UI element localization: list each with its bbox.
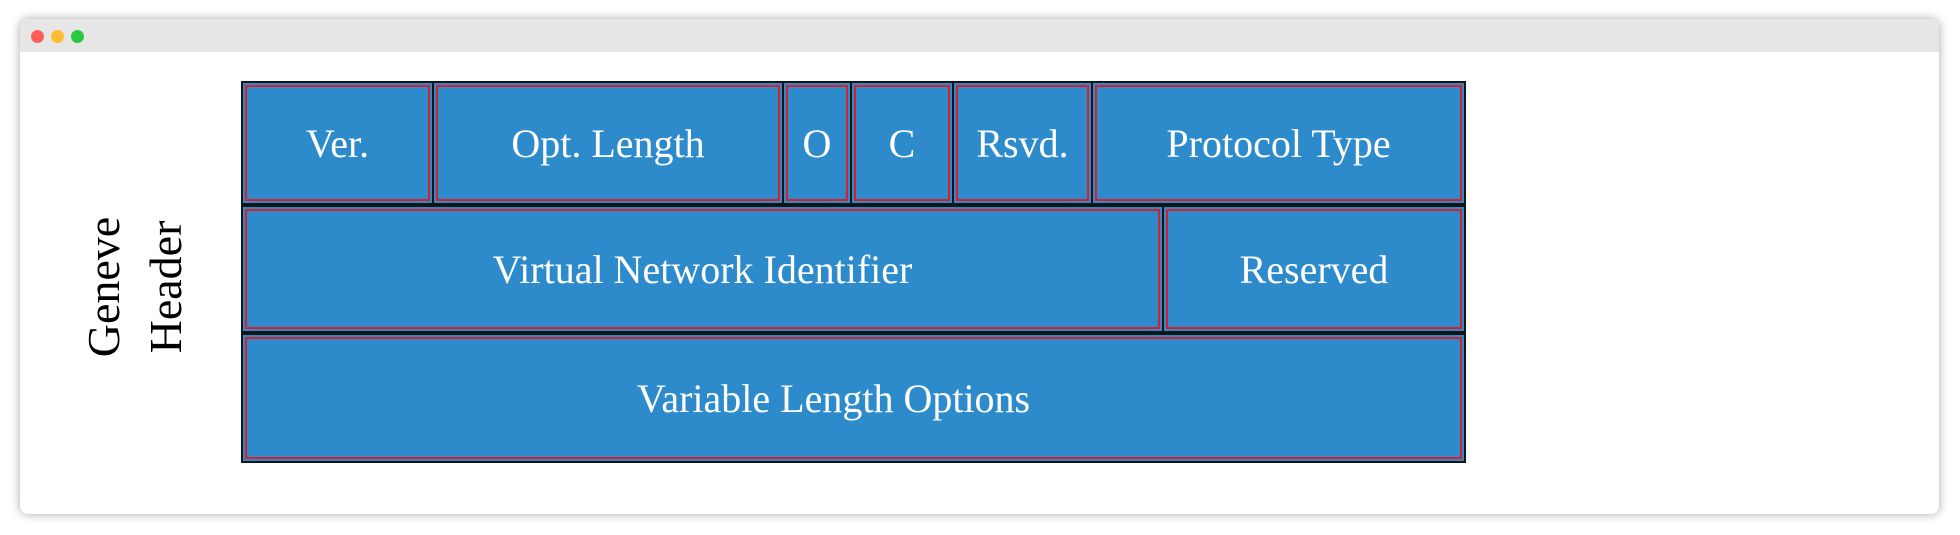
- field-virtual-network-identifier: Virtual Network Identifier: [241, 205, 1164, 333]
- field-c-flag-label: C: [888, 120, 916, 166]
- field-protocol-type: Protocol Type: [1091, 81, 1466, 205]
- field-version-label: Ver.: [305, 120, 370, 166]
- side-label-line-1: Geneve: [78, 216, 130, 358]
- field-o-flag: O: [782, 81, 852, 205]
- field-variable-length-options: Variable Length Options: [241, 333, 1466, 463]
- field-option-length-label: Opt. Length: [511, 120, 705, 166]
- minimize-window-icon[interactable]: [51, 30, 64, 43]
- geneve-header-label: Geneve Header: [78, 192, 191, 382]
- field-version: Ver.: [241, 81, 434, 205]
- field-c-flag: C: [850, 81, 954, 205]
- field-reserved-label: Reserved: [1239, 246, 1389, 292]
- window-titlebar: [20, 19, 1939, 52]
- field-rsvd-label: Rsvd.: [976, 120, 1069, 166]
- field-rsvd: Rsvd.: [952, 81, 1093, 205]
- maximize-window-icon[interactable]: [71, 30, 84, 43]
- field-reserved: Reserved: [1162, 205, 1466, 333]
- field-vni-label: Virtual Network Identifier: [492, 246, 913, 292]
- field-protocol-type-label: Protocol Type: [1166, 120, 1391, 166]
- close-window-icon[interactable]: [31, 30, 44, 43]
- field-options-label: Variable Length Options: [636, 375, 1031, 421]
- field-o-flag-label: O: [802, 120, 832, 166]
- side-label-line-2: Header: [140, 220, 192, 354]
- field-option-length: Opt. Length: [432, 81, 784, 205]
